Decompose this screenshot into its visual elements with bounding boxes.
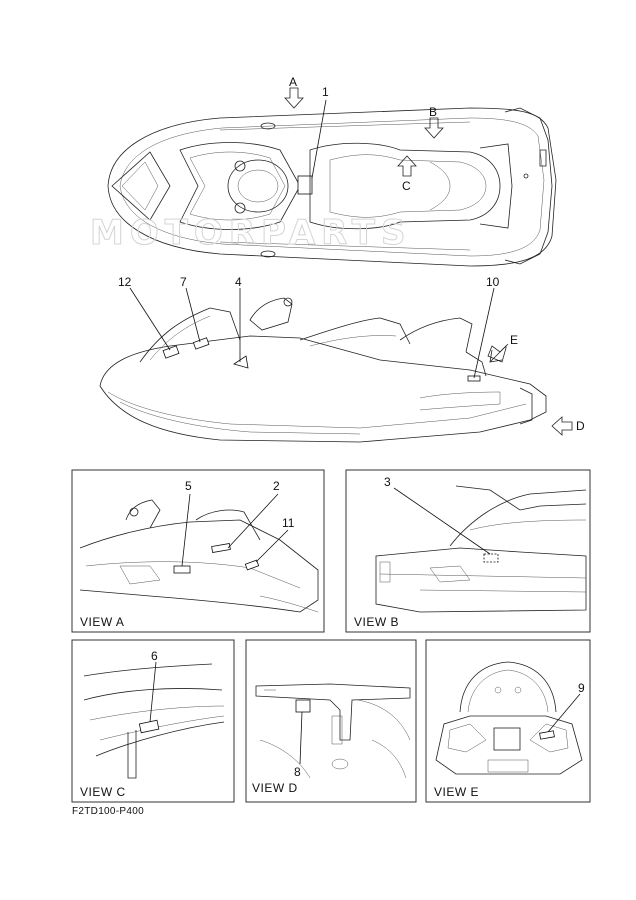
view-arrow-d-letter: D xyxy=(576,419,585,433)
callout-9: 9 xyxy=(578,681,585,695)
side-view-watercraft xyxy=(99,297,547,443)
view-a-label: VIEW A xyxy=(80,615,124,629)
view-b-panel xyxy=(345,469,591,633)
callout-2: 2 xyxy=(273,479,280,493)
leader-1 xyxy=(311,99,327,179)
view-arrow-c-letter: C xyxy=(402,179,411,193)
figure-code: F2TD100-P400 xyxy=(72,806,144,817)
view-c-panel xyxy=(71,639,235,803)
leader-7 xyxy=(185,287,201,343)
view-arrow-c: C xyxy=(397,155,417,193)
leader-6 xyxy=(149,661,157,723)
callout-3: 3 xyxy=(384,475,391,489)
view-arrow-e: E xyxy=(487,333,518,363)
view-e-drawing xyxy=(435,661,583,775)
leader-10 xyxy=(473,287,495,379)
leader-5 xyxy=(181,493,191,567)
view-c-drawing xyxy=(83,663,225,779)
callout-1: 1 xyxy=(322,85,329,99)
view-arrow-d: D xyxy=(551,416,585,436)
view-arrow-a: A xyxy=(284,75,304,109)
callout-10: 10 xyxy=(486,275,500,289)
leader-2 xyxy=(227,493,279,549)
view-b-drawing xyxy=(375,485,587,613)
view-d-drawing xyxy=(255,683,411,779)
callout-6: 6 xyxy=(151,649,158,663)
leader-9 xyxy=(547,693,581,733)
leader-12 xyxy=(129,287,171,351)
watermark: MOTORPARTS xyxy=(90,213,411,253)
view-arrow-e-letter: E xyxy=(510,333,518,347)
view-arrow-b: B xyxy=(424,105,444,139)
view-arrow-a-letter: A xyxy=(289,75,297,89)
leader-3 xyxy=(393,487,491,555)
callout-12: 12 xyxy=(118,275,132,289)
callout-11: 11 xyxy=(282,516,295,530)
view-c-label: VIEW C xyxy=(80,785,126,799)
leader-11 xyxy=(255,529,289,563)
view-arrow-b-letter: B xyxy=(429,105,437,119)
view-e-label: VIEW E xyxy=(434,785,479,799)
callout-5: 5 xyxy=(185,479,192,493)
callout-4: 4 xyxy=(235,275,242,289)
callout-7: 7 xyxy=(180,275,187,289)
leader-8 xyxy=(299,711,303,765)
view-d-panel xyxy=(245,639,417,803)
view-d-label: VIEW D xyxy=(252,781,298,795)
view-b-label: VIEW B xyxy=(354,615,399,629)
top-view-watercraft xyxy=(107,107,557,267)
callout-8: 8 xyxy=(294,765,301,779)
view-a-panel xyxy=(71,469,325,633)
view-e-panel xyxy=(425,639,591,803)
